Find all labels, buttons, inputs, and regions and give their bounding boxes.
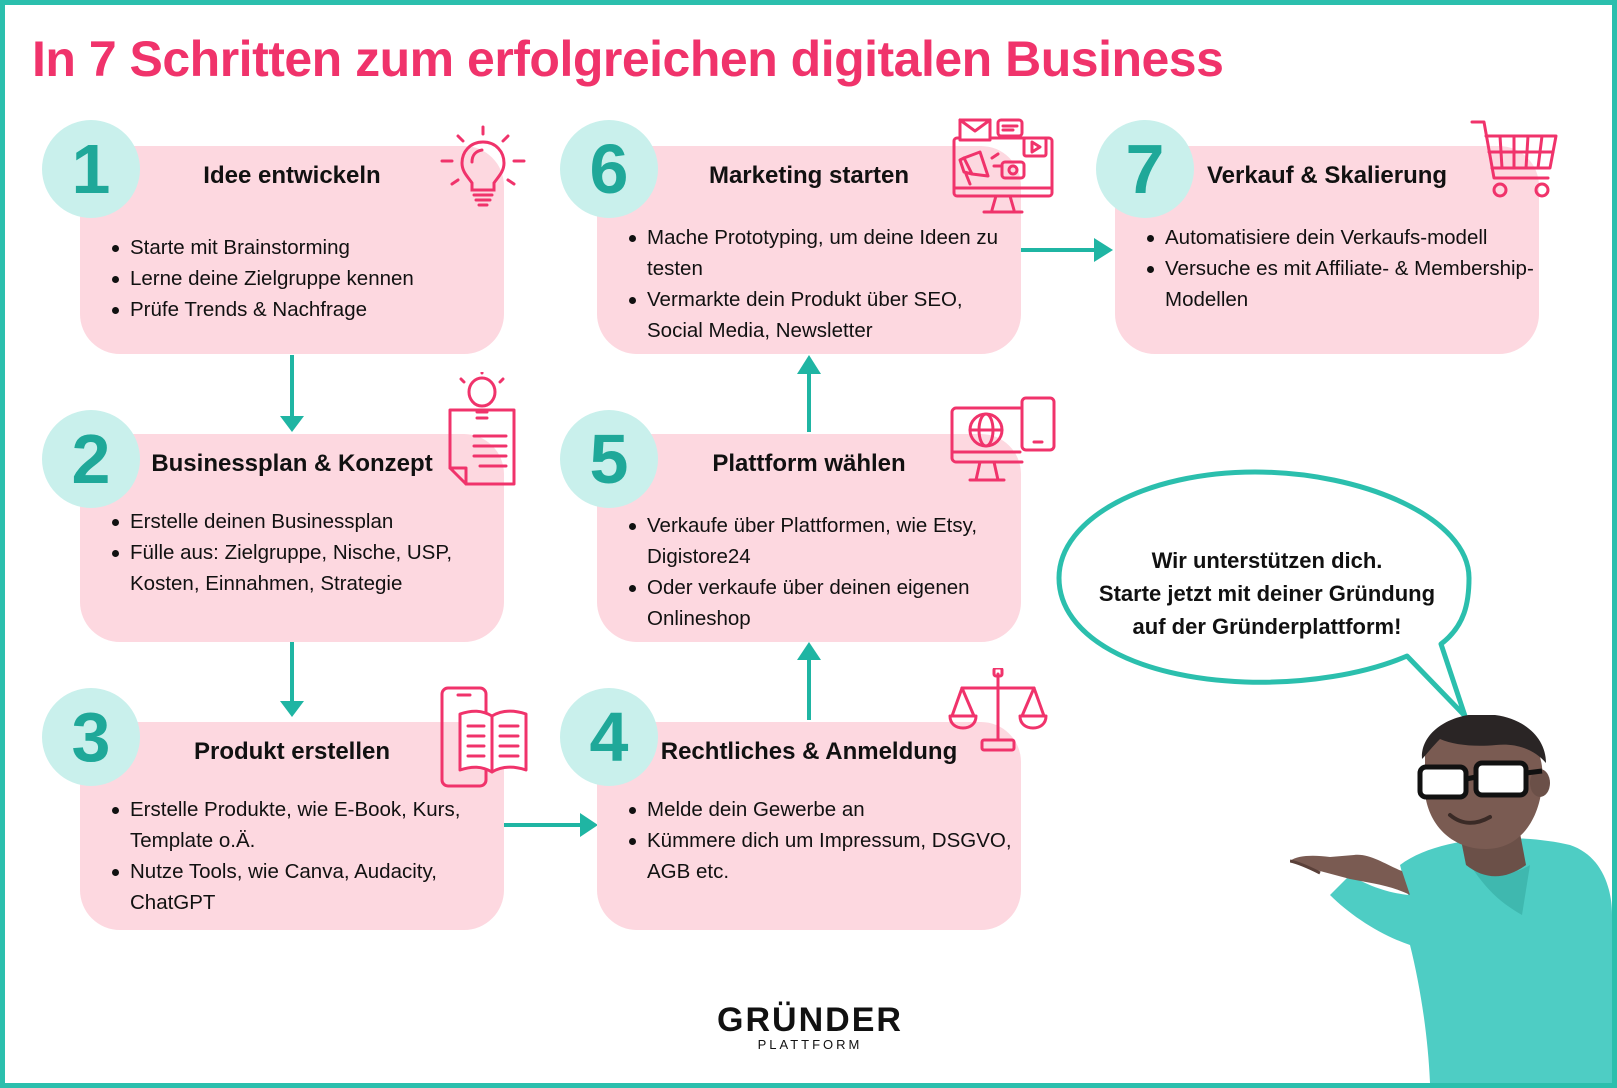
step-1-title: Idee entwickeln [203,162,381,189]
step-6-number: 6 [560,120,658,218]
speech-bubble-line-2: Starte jetzt mit deiner Gründung [1098,581,1436,606]
step-6-card: Marketing starten Mache Prototyping, um … [597,146,1021,354]
speech-bubble-text: Wir unterstützen dich. Starte jetzt mit … [1067,544,1467,643]
step-1-card: Idee entwickeln Starte mit Brainstorming… [80,146,504,354]
pointing-person-illustration [1290,715,1612,1083]
step-3-bullet-2: Nutze Tools, wie Canva, Audacity, ChatGP… [112,856,500,918]
step-7-number: 7 [1096,120,1194,218]
step-6-bullets: Mache Prototyping, um deine Ideen zu tes… [627,222,1017,346]
arrow-6-to-7 [1021,238,1113,262]
step-7-title: Verkauf & Skalierung [1206,162,1448,189]
step-2-title: Businessplan & Konzept [151,450,433,477]
step-5-card: Plattform wählen Verkaufe über Plattform… [597,434,1021,642]
step-2-bullet-2: Fülle aus: Zielgruppe, Nische, USP, Kost… [112,537,500,599]
arrow-1-to-2 [280,355,304,432]
step-1-bullet-2: Lerne deine Zielgruppe kennen [112,263,500,294]
step-5-bullets: Verkaufe über Plattformen, wie Etsy, Dig… [627,510,1017,634]
step-6-bullet-2: Vermarkte dein Produkt über SEO, Social … [629,284,1017,346]
step-5-title: Plattform wählen [712,450,906,477]
step-4-title: Rechtliches & Anmeldung [660,738,958,765]
step-6-title: Marketing starten [708,162,910,189]
step-5-bullet-1: Verkaufe über Plattformen, wie Etsy, Dig… [629,510,1017,572]
step-3-bullet-1: Erstelle Produkte, wie E-Book, Kurs, Tem… [112,794,500,856]
step-4-bullet-1: Melde dein Gewerbe an [629,794,1017,825]
page-title: In 7 Schritten zum erfolgreichen digital… [32,31,1224,87]
step-3-title: Produkt erstellen [193,738,391,765]
scales-icon [948,668,1048,752]
arrow-3-to-4 [504,813,598,837]
step-3-number: 3 [42,688,140,786]
arrow-5-to-6 [797,355,821,432]
arrow-4-to-5 [797,642,821,720]
platform-devices-icon [950,396,1056,482]
step-4-number: 4 [560,688,658,786]
step-3-card: Produkt erstellen Erstelle Produkte, wie… [80,722,504,930]
step-7-bullet-2: Versuche es mit Affiliate- & Membership-… [1147,253,1535,315]
step-4-bullets: Melde dein Gewerbe an Kümmere dich um Im… [627,794,1017,887]
step-7-bullet-1: Automatisiere dein Verkaufs-modell [1147,222,1535,253]
step-2-bullet-1: Erstelle deinen Businessplan [112,506,500,537]
speech-bubble-line-1: Wir unterstützen dich. [1151,548,1383,573]
step-6-bullet-1: Mache Prototyping, um deine Ideen zu tes… [629,222,1017,284]
step-1-bullet-3: Prüfe Trends & Nachfrage [112,294,500,325]
step-1-bullets: Starte mit Brainstorming Lerne deine Zie… [110,232,500,325]
step-2-card: Businessplan & Konzept Erstelle deinen B… [80,434,504,642]
step-2-number: 2 [42,410,140,508]
speech-bubble-line-3: auf der Gründerplattform! [1132,614,1402,639]
step-4-card: Rechtliches & Anmeldung Melde dein Gewer… [597,722,1021,930]
logo-sub-text: PLATTFORM [757,1037,863,1052]
step-3-bullets: Erstelle Produkte, wie E-Book, Kurs, Tem… [110,794,500,918]
speech-bubble [1056,469,1472,719]
step-5-bullet-2: Oder verkaufe über deinen eigenen Online… [629,572,1017,634]
gruender-plattform-logo: GRÜNDER PLATTFORM [700,1003,920,1053]
business-plan-icon [448,372,516,486]
step-7-bullets: Automatisiere dein Verkaufs-modell Versu… [1145,222,1535,315]
ebook-icon [440,686,528,788]
shopping-cart-icon [1470,120,1558,198]
arrow-2-to-3 [280,642,304,717]
marketing-icon [952,118,1054,214]
step-1-bullet-1: Starte mit Brainstorming [112,232,500,263]
logo-main-text: GRÜNDER [717,1001,903,1039]
step-4-bullet-2: Kümmere dich um Impressum, DSGVO, AGB et… [629,825,1017,887]
step-1-number: 1 [42,120,140,218]
step-2-bullets: Erstelle deinen Businessplan Fülle aus: … [110,506,500,599]
lightbulb-icon [440,125,526,207]
step-5-number: 5 [560,410,658,508]
